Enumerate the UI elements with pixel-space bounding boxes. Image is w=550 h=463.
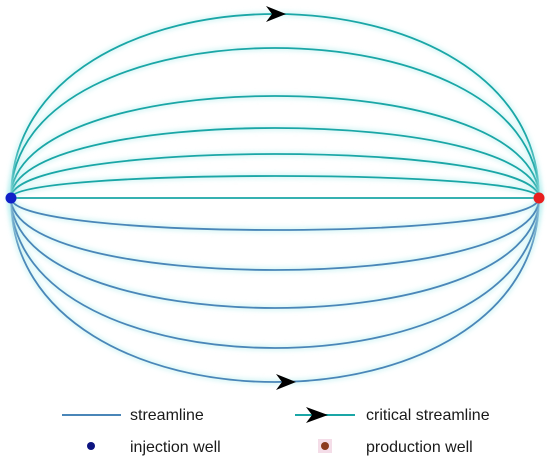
legend-critical-arrow-icon (306, 407, 328, 423)
upper-streamline-1 (10, 47, 540, 199)
upper-streamlines (8, 11, 542, 200)
legend-streamline-label: streamline (130, 407, 204, 424)
lower-streamline-2 (10, 197, 540, 309)
legend-injection-well-dot (87, 442, 95, 450)
lower-streamline-glow-4 (8, 196, 542, 233)
bottom-critical-arrow-icon (276, 374, 296, 390)
upper-streamline-4 (10, 153, 540, 199)
upper-streamline-glow-5 (8, 173, 542, 200)
upper-streamline-5 (10, 175, 540, 199)
lower-streamline-3 (10, 197, 540, 271)
legend-production-well-label: production well (366, 439, 473, 456)
lower-streamline-1 (10, 197, 540, 349)
lower-streamline-0 (10, 197, 540, 383)
lower-streamline-glow-3 (8, 197, 542, 273)
production-well-marker (533, 192, 545, 204)
lower-streamline-4 (10, 197, 540, 231)
lower-streamline-glow-0 (8, 197, 542, 385)
legend-production-well-dot (321, 442, 329, 450)
legend-injection-well-label: injection well (130, 439, 221, 456)
lower-streamlines (8, 196, 542, 385)
upper-streamline-3 (10, 127, 540, 199)
injection-well-marker (5, 192, 17, 204)
upper-streamline-0 (10, 13, 540, 199)
legend-critical-streamline-label: critical streamline (366, 407, 490, 424)
upper-streamline-2 (10, 95, 540, 199)
top-critical-arrow-icon (266, 6, 286, 22)
upper-streamline-glow-0 (8, 11, 542, 199)
legend: streamline critical streamline injection… (62, 407, 490, 456)
